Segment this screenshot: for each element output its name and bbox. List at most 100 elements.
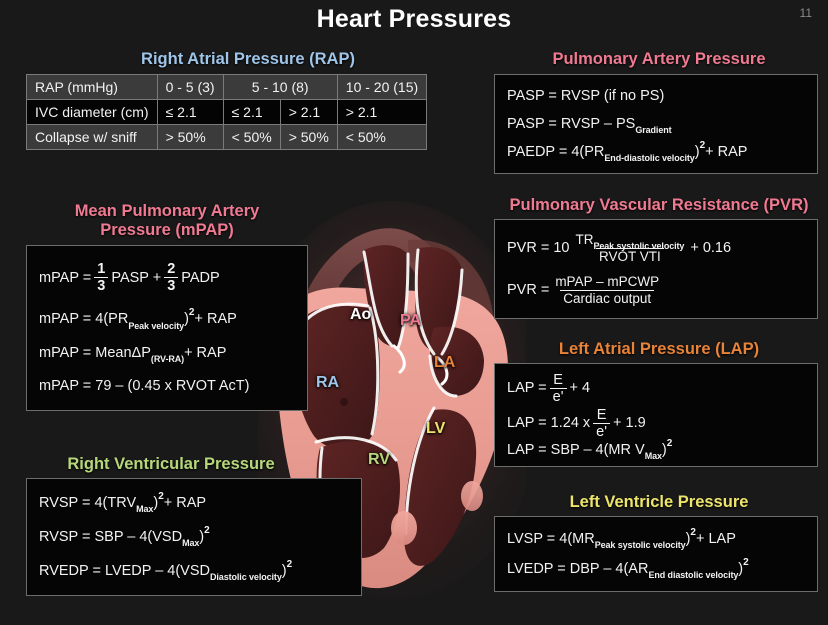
formula-subscript: End-diastolic velocity [604,153,695,164]
fraction-denominator: e' [593,423,611,440]
formula-text: ) [184,311,189,328]
formula-subscript: Peak velocity [128,320,185,331]
formula-superscript: 2 [699,139,706,151]
chamber-label-la: LA [434,354,456,371]
formula-subscript: Gradient [635,125,672,136]
section-heading-lv: Left Ventricle Pressure [569,493,749,511]
formula-row: mPAP = MeanΔP(RV-RA) + RAP [39,344,295,365]
section-heading-rap: Right Atrial Pressure (RAP) [141,50,355,68]
table-cell: ≤ 2.1 [222,99,281,125]
formula-subscript: Peak systolic velocity [594,540,686,551]
table-cell: RAP (mmHg) [26,74,158,100]
formula-text: PVR = [507,281,550,298]
table-cell: > 2.1 [336,99,428,125]
fraction-denominator: Cardiac output [560,289,655,306]
fraction-denominator: RVOT VTI [596,247,664,264]
formula-text: ) [738,560,744,577]
table-cell: < 50% [222,124,281,150]
page-title: Heart Pressures [316,5,512,33]
formula-text: mPAP = MeanΔP [39,344,151,361]
formula-text: ) [694,143,700,160]
page-number: 11 [799,6,812,20]
fraction-numerator: mPAP – mPCWP [555,274,660,289]
formula-text: PASP = RVSP – PS [507,115,636,132]
formula-text: LAP = [507,380,547,397]
chamber-label-pa: PA [400,312,422,329]
formula-text: ) [153,494,159,511]
formula-text: RVSP = SBP – 4(VSD [39,528,183,545]
formula-subscript: Max [644,451,662,462]
section-heading-pvr: Pulmonary Vascular Resistance (PVR) [509,196,809,214]
fraction-denominator: e' [549,388,567,405]
formula-text: + 4 [569,380,591,397]
table-cell: IVC diameter (cm) [26,99,158,125]
formula-subscript: Peak systolic velocity [593,240,685,251]
formula-text: LAP = 1.24 x [507,415,591,432]
formula-superscript: 2 [204,524,210,536]
fraction-numerator: E [553,371,563,388]
chamber-label-ao: Ao [350,306,372,323]
formula-text: ) [685,530,691,547]
formula-text: + RAP [194,311,237,328]
formula-text: + RAP [163,494,207,511]
formula-text: mPAP = 4(PR [39,311,129,328]
formula-text: LVEDP = DBP – 4(AR [507,560,649,577]
mpap-heading-line2: Pressure (mPAP) [100,221,234,239]
formula-text: + LAP [695,530,736,547]
formula-superscript: 2 [666,437,673,449]
table-cell: > 50% [156,124,224,150]
formula-superscript: 2 [188,307,195,319]
formula-row: PASP = RVSP (if no PS) [507,89,805,104]
table-row: Collapse w/ sniff> 50%< 50%> 50%< 50% [26,124,428,150]
formula-superscript: 2 [743,556,749,568]
formula-row: mPAP = 79 – (0.45 x RVOT AcT) [39,379,295,394]
table-cell: > 50% [279,124,338,150]
table-cell: < 50% [336,124,428,150]
formula-subscript: Max [182,538,200,549]
formula-text: PASP + [111,269,162,286]
formula-text: + RAP [705,143,748,160]
formula-text: PASP = RVSP (if no PS) [507,87,665,104]
rap-table: RAP (mmHg)0 - 5 (3)5 - 10 (8)10 - 20 (15… [26,74,428,150]
formula-text: + 1.9 [613,415,646,432]
table-row: IVC diameter (cm)≤ 2.1≤ 2.1> 2.1> 2.1 [26,99,428,125]
table-cell: 10 - 20 (15) [336,74,428,100]
formula-text: ) [199,528,205,545]
fraction-numerator: E [596,406,607,423]
table-cell: 0 - 5 (3) [156,74,224,100]
formula-text: ) [281,562,287,579]
formula-text: PADP [181,269,220,286]
formula-subscript: Diastolic velocity [210,572,282,583]
formula-subscript: Max [136,504,154,515]
fraction-numerator: 2 [167,261,176,278]
formula-superscript: 2 [286,558,293,570]
formula-text: RVEDP = LVEDP – 4(VSD [39,562,210,579]
formula-text: PVR = 10 [507,239,570,256]
formula-subscript: (RV-RA) [150,354,185,365]
fraction-denominator: 3 [94,276,109,294]
formula-text: TR [575,232,594,247]
table-row: RAP (mmHg)0 - 5 (3)5 - 10 (8)10 - 20 (15… [26,74,428,100]
section-heading-lap: Left Atrial Pressure (LAP) [558,340,760,358]
table-cell: 5 - 10 (8) [222,74,338,100]
formula-text: mPAP = [39,269,92,286]
table-cell: ≤ 2.1 [156,99,224,125]
